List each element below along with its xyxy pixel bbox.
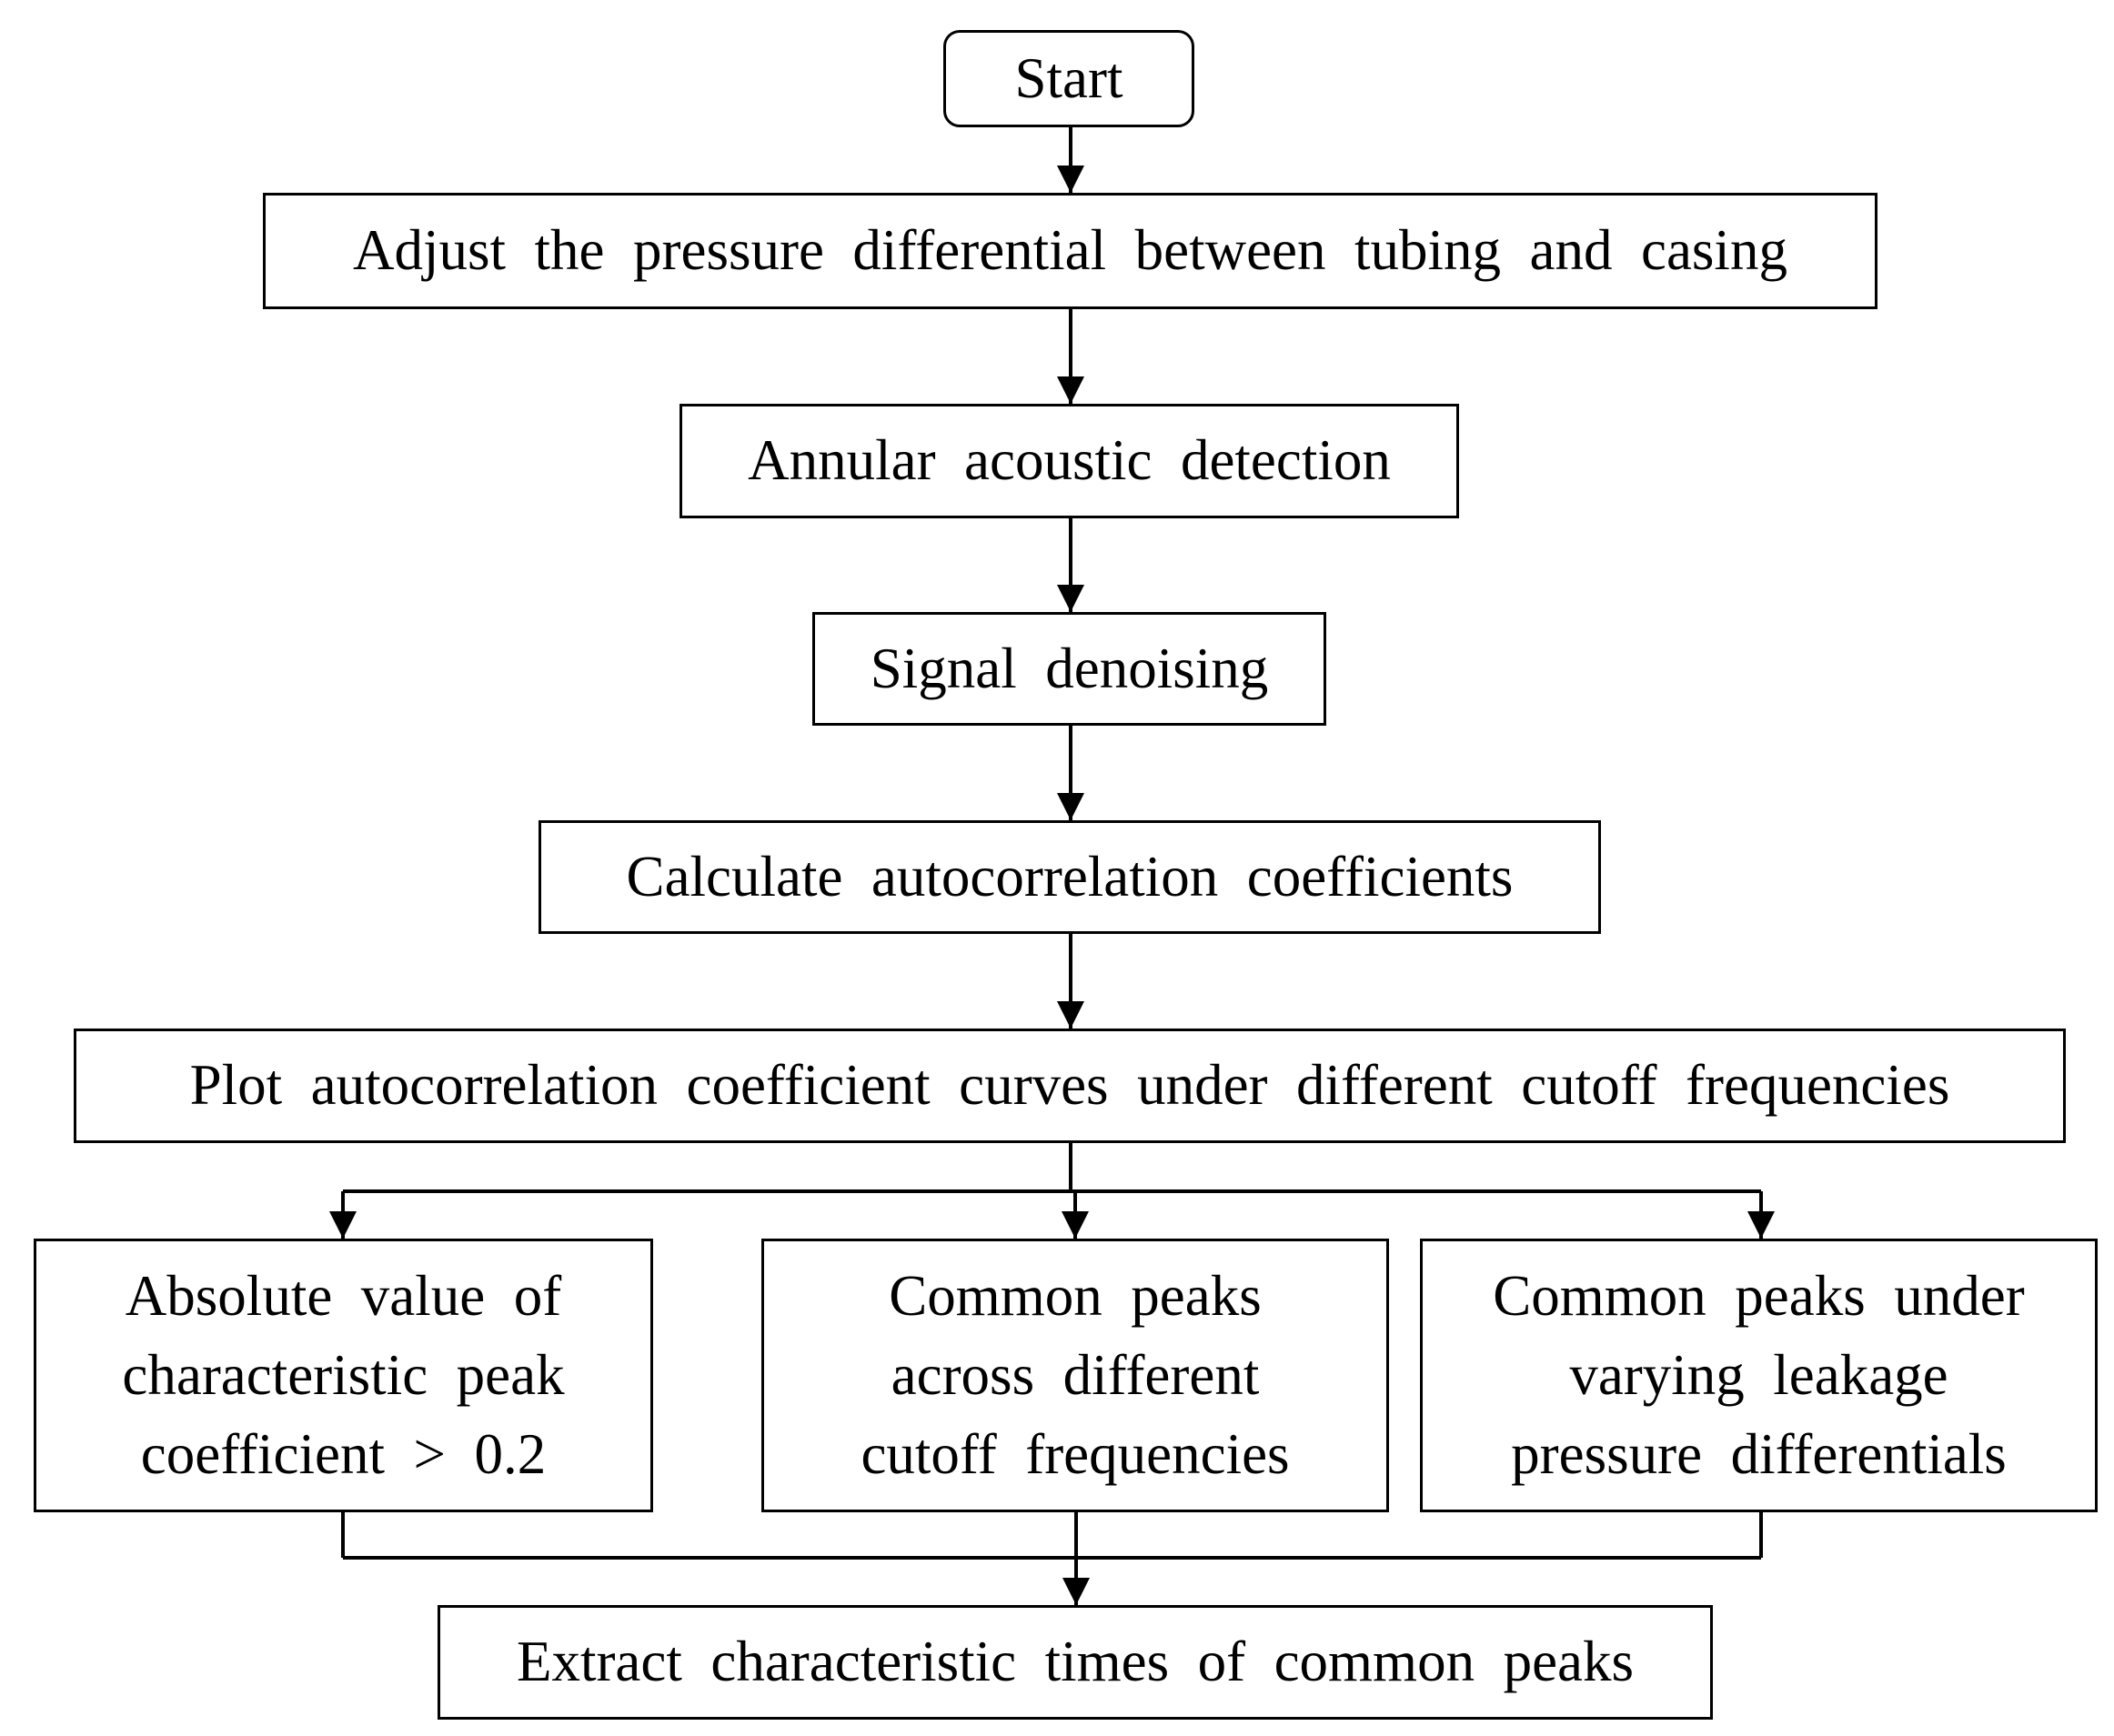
criterion-cutoff-line-3: cutoff frequencies — [861, 1421, 1290, 1486]
start-label: Start — [1014, 45, 1123, 110]
start-node: Start — [943, 30, 1194, 127]
criterion-absolute-line-2: characteristic peak — [122, 1343, 565, 1408]
criterion-pressure-line-1: Common peaks under — [1493, 1264, 2025, 1329]
criterion-absolute-line-1: Absolute value of — [125, 1264, 562, 1329]
extract-times-label: Extract characteristic times of common p… — [516, 1630, 1635, 1694]
criterion-pressure-line-3: pressure differentials — [1511, 1421, 2007, 1486]
acoustic-detection-label: Annular acoustic detection — [748, 428, 1391, 493]
plot-curves-label: Plot autocorrelation coefficient curves … — [189, 1053, 1950, 1118]
extract-times-node: Extract characteristic times of common p… — [438, 1605, 1713, 1720]
criterion-pressure-line-2: varying leakage — [1569, 1343, 1948, 1408]
acoustic-detection-node: Annular acoustic detection — [680, 404, 1459, 518]
criterion-absolute-line-3: coefficient > 0.2 — [140, 1421, 547, 1486]
criterion-absolute-node: Absolute value of characteristic peak co… — [34, 1239, 653, 1512]
plot-curves-node: Plot autocorrelation coefficient curves … — [74, 1029, 2066, 1143]
calculate-coefficients-label: Calculate autocorrelation coefficients — [626, 844, 1514, 908]
calculate-coefficients-node: Calculate autocorrelation coefficients — [539, 820, 1601, 934]
criterion-cutoff-node: Common peaks across different cutoff fre… — [761, 1239, 1389, 1512]
signal-denoising-node: Signal denoising — [812, 612, 1326, 726]
criterion-cutoff-line-1: Common peaks — [889, 1264, 1262, 1329]
adjust-pressure-label: Adjust the pressure differential between… — [353, 218, 1787, 283]
adjust-pressure-node: Adjust the pressure differential between… — [263, 193, 1877, 309]
criterion-cutoff-line-2: across different — [891, 1343, 1260, 1408]
signal-denoising-label: Signal denoising — [870, 636, 1269, 700]
criterion-pressure-node: Common peaks under varying leakage press… — [1420, 1239, 2098, 1512]
